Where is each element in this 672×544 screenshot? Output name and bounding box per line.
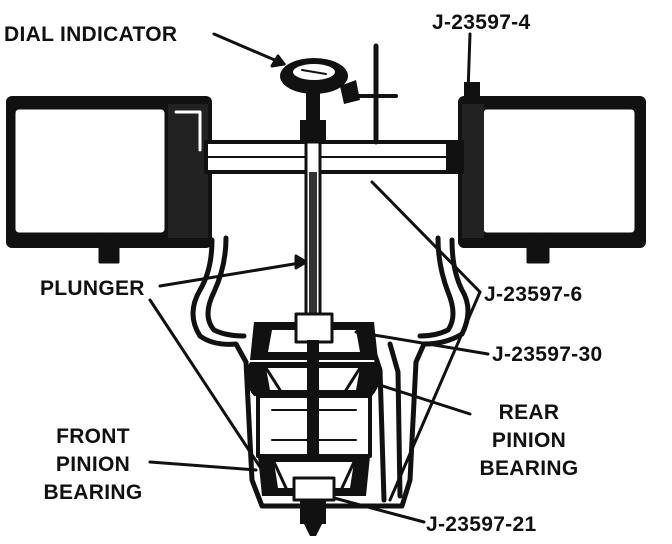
plunger-rod [304,140,322,324]
label-rear-line-3: BEARING [479,457,579,480]
label-j-23597-4: J-23597-4 [432,11,531,34]
lower-spindle [300,500,326,536]
label-front-line-3: BEARING [43,481,143,504]
left-gauge-disc [6,96,212,264]
label-plunger: PLUNGER [40,277,145,300]
label-front-line-1: FRONT [56,425,130,448]
label-j-23597-21: J-23597-21 [426,513,537,536]
label-front-line-2: PINION [55,453,131,476]
label-rear-line-1: REAR [498,401,560,424]
label-dial-indicator: DIAL INDICATOR [4,23,178,46]
front-bearing-assembly [258,456,370,502]
right-gauge-disc [458,82,646,264]
cross-arbor [204,140,464,174]
label-j-23597-6: J-23597-6 [484,283,583,306]
leader-lines [148,32,490,524]
dial-indicator [280,43,398,145]
label-rear-line-2: PINION [491,429,567,452]
label-j-23597-30: J-23597-30 [492,343,603,366]
